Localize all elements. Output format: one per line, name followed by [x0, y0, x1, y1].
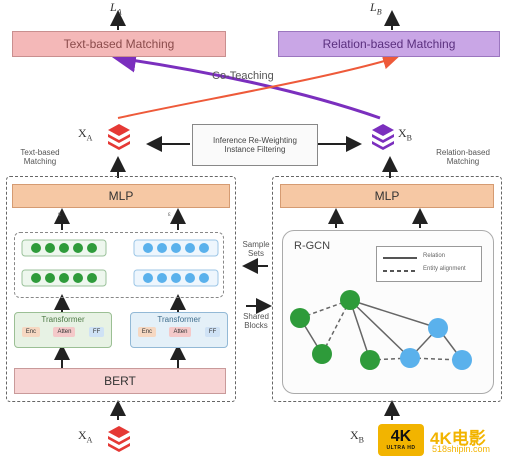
text-matching-label: Text-based Matching: [63, 37, 175, 51]
filter-box: Inference Re-Weighting Instance Filterin…: [192, 124, 318, 166]
rgcn-label: R-GCN: [294, 240, 331, 252]
right-panel: [272, 176, 502, 402]
relation-matching-label: Relation-based Matching: [322, 37, 456, 51]
graph-node: [452, 350, 472, 370]
co-teaching-label: Co-Teaching: [212, 70, 274, 82]
x-b-middle: XB: [398, 126, 413, 143]
sample-sets-text: Sample Sets: [242, 240, 270, 258]
text-matching-box: Text-based Matching: [12, 31, 226, 57]
co-teaching-arrow-red: [117, 53, 399, 119]
embedding-container: [14, 232, 224, 298]
watermark-title: 4K电影: [430, 429, 486, 448]
legend-lines: [383, 257, 417, 272]
purple-stack-icon: [372, 124, 394, 150]
left-mlp-box: MLP: [12, 184, 230, 208]
relation-aware-caption: Relation-based Matching: [436, 148, 490, 166]
watermark-badge: 4K ULTRA HD: [378, 424, 424, 456]
bert-box: BERT: [14, 368, 226, 394]
graph-node: [312, 344, 332, 364]
right-e-label: ε: [168, 212, 171, 218]
relation-loss-label: LB: [370, 0, 382, 17]
graph-node: [360, 350, 380, 370]
text-aware-caption: Text-based Matching: [20, 148, 60, 166]
red-stack-icon: [108, 124, 130, 150]
rgcn-graph: [290, 290, 472, 370]
x-b-bottom: XB: [350, 428, 365, 445]
rgcn-legend: Relation Entity alignment: [376, 246, 482, 282]
legend-solid-label: Relation: [423, 253, 446, 259]
shared-blocks-text: Shared Blocks: [243, 312, 269, 330]
text-loss-label: LA: [110, 0, 122, 17]
x-a-middle: XA: [78, 126, 93, 143]
co-teaching-arrow-purple: [112, 48, 381, 120]
graph-node: [340, 290, 360, 310]
blue-embeddings: [133, 239, 219, 287]
graph-node: [428, 318, 448, 338]
left-panel: [6, 176, 236, 402]
right-transformer-chips: Enc Atten FF: [131, 327, 227, 337]
left-transformer-chips: Enc Atten FF: [15, 327, 111, 337]
right-mlp-box: MLP: [280, 184, 494, 208]
right-transformer: Transformer Enc Atten FF: [130, 312, 228, 348]
watermark-url: 518shipin.com: [432, 444, 491, 454]
graph-node: [290, 308, 310, 328]
x-a-bottom: XA: [78, 428, 93, 445]
left-transformer: Transformer Enc Atten FF: [14, 312, 112, 348]
red-stack-icon-bottom: [108, 426, 130, 452]
legend-dashed-label: Entity alignment: [423, 266, 466, 272]
relation-matching-box: Relation-based Matching: [278, 31, 500, 57]
left-e-label: ε: [58, 212, 61, 218]
green-embeddings: [21, 239, 107, 287]
graph-node: [400, 348, 420, 368]
